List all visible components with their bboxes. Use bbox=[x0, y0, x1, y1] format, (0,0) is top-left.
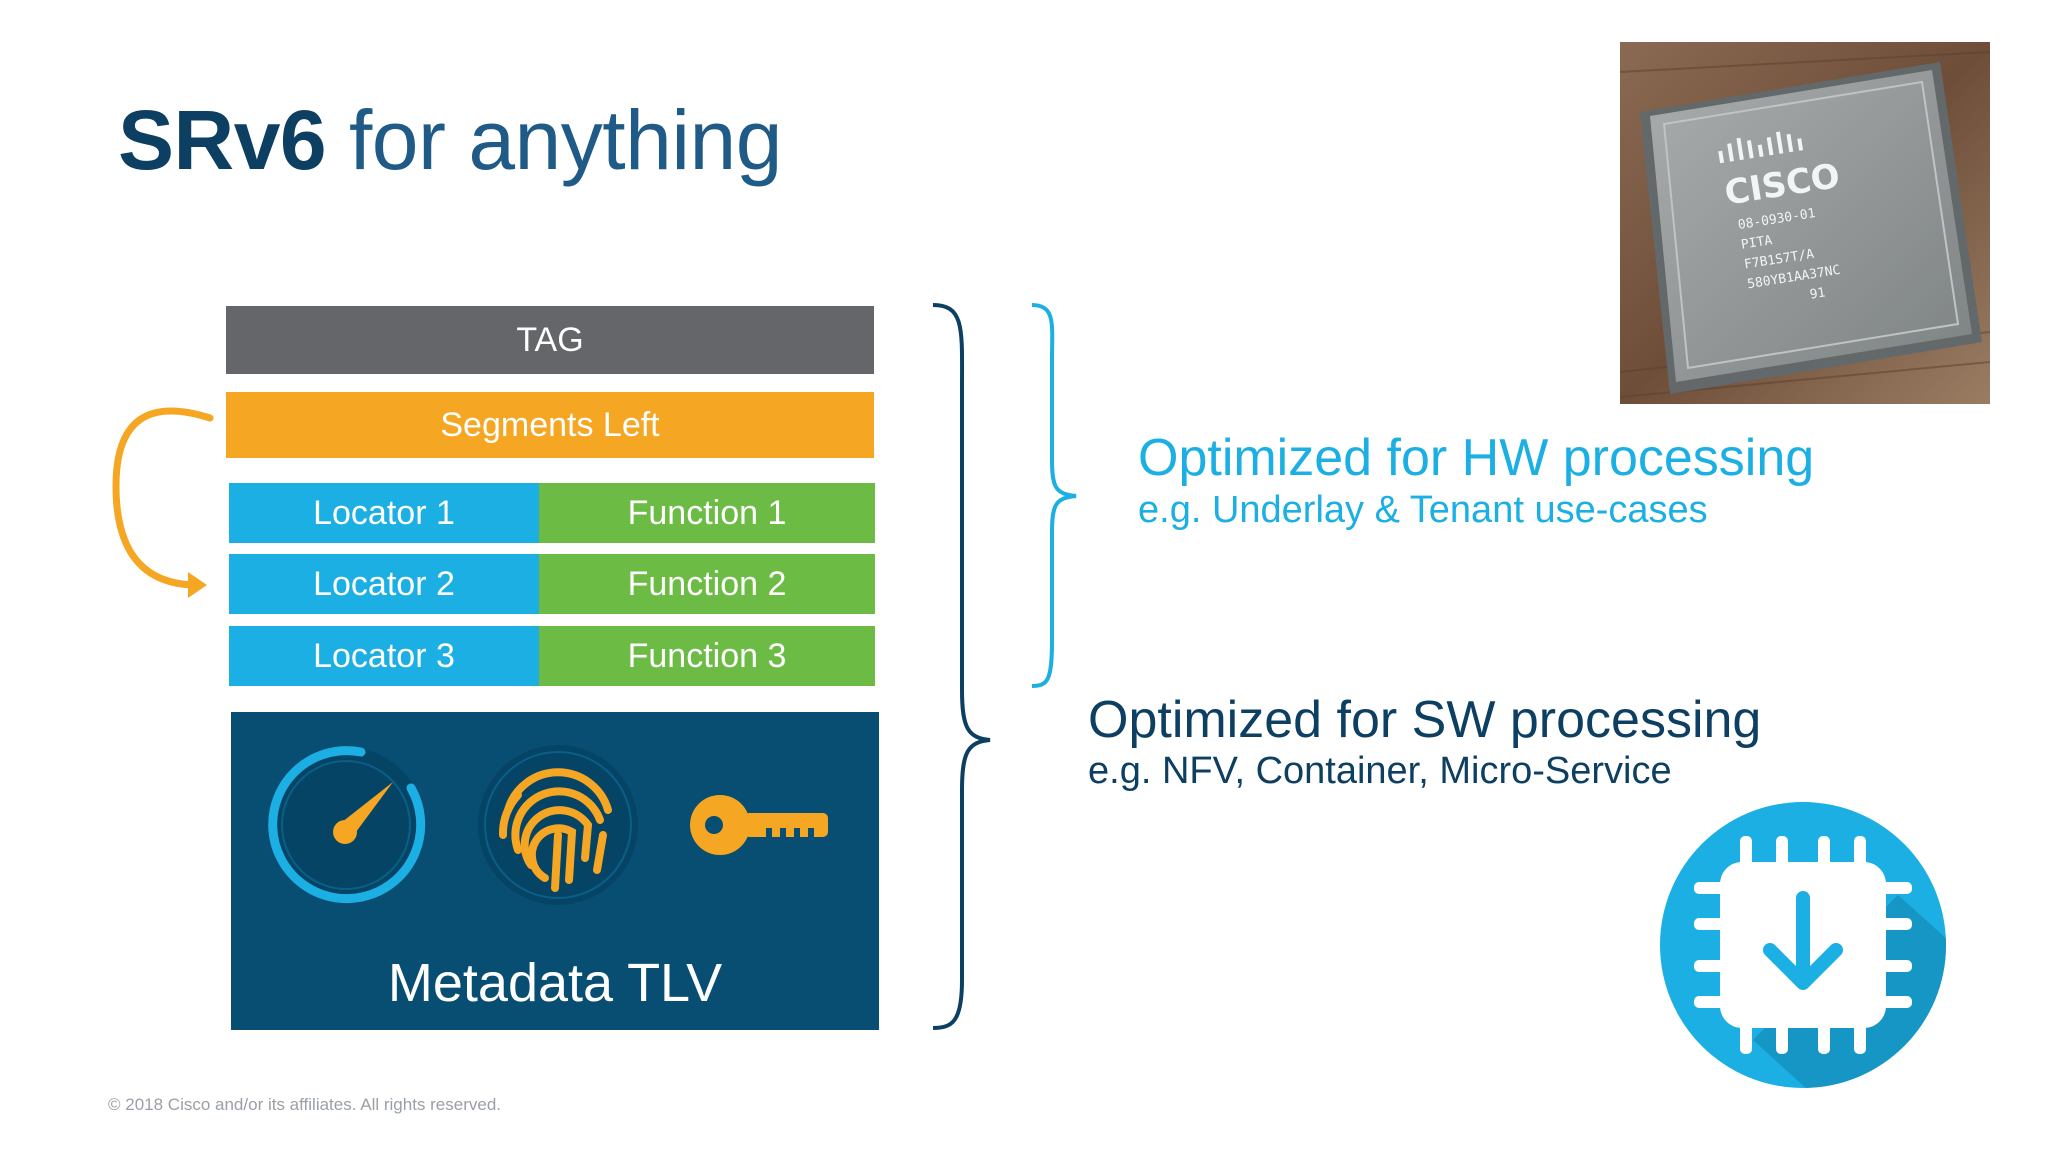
title-bold: SRv6 bbox=[118, 93, 327, 187]
sw-subtext: e.g. NFV, Container, Micro-Service bbox=[1088, 750, 1672, 792]
locator-1-label: Locator 1 bbox=[313, 493, 455, 532]
chip-image: CISCO 08-0930-01 PITA F7B1S7T/A 580YB1AA… bbox=[1620, 42, 1990, 404]
segments-left-bar: Segments Left bbox=[226, 392, 874, 458]
locator-2-label: Locator 2 bbox=[313, 564, 455, 603]
function-3-label: Function 3 bbox=[627, 636, 787, 675]
locator-3-label: Locator 3 bbox=[313, 636, 455, 675]
function-1-label: Function 1 bbox=[627, 493, 787, 532]
segment-arrow bbox=[112, 407, 214, 589]
hw-heading: Optimized for HW processing bbox=[1138, 429, 1815, 487]
chip-photo: CISCO 08-0930-01 PITA F7B1S7T/A 580YB1AA… bbox=[1620, 42, 1990, 404]
copyright: © 2018 Cisco and/or its affiliates. All … bbox=[108, 1095, 502, 1114]
sw-heading: Optimized for SW processing bbox=[1088, 691, 1762, 749]
metadata-tlv-label: Metadata TLV bbox=[387, 953, 723, 1013]
key-icon bbox=[690, 795, 828, 855]
function-3-cell: Function 3 bbox=[539, 626, 875, 686]
function-1-cell: Function 1 bbox=[539, 483, 875, 543]
cisco-logo-icon bbox=[1718, 131, 1804, 164]
tag-label: TAG bbox=[516, 320, 584, 359]
svg-text:91: 91 bbox=[1809, 285, 1827, 302]
locator-3-cell: Locator 3 bbox=[229, 626, 539, 686]
tag-bar: TAG bbox=[226, 306, 874, 374]
locator-1-cell: Locator 1 bbox=[229, 483, 539, 543]
function-2-label: Function 2 bbox=[627, 564, 787, 603]
function-2-cell: Function 2 bbox=[539, 554, 875, 614]
sw-brace-icon bbox=[932, 303, 991, 1030]
arrow-head-icon bbox=[188, 572, 207, 598]
chip-download-icon bbox=[1660, 802, 1946, 1088]
title-rest: for anything bbox=[326, 93, 782, 187]
download-arrow-icon bbox=[1763, 891, 1843, 990]
fingerprint-icon bbox=[478, 745, 638, 905]
slide-title: SRv6 for anything bbox=[118, 92, 782, 189]
segments-left-label: Segments Left bbox=[440, 405, 660, 444]
speedometer-icon bbox=[268, 746, 426, 904]
hw-brace-icon bbox=[1031, 303, 1077, 688]
locator-2-cell: Locator 2 bbox=[229, 554, 539, 614]
metadata-tlv-box: Metadata TLV bbox=[231, 712, 879, 1030]
hw-subtext: e.g. Underlay & Tenant use-cases bbox=[1138, 489, 1708, 531]
svg-text:PITA: PITA bbox=[1740, 233, 1773, 253]
